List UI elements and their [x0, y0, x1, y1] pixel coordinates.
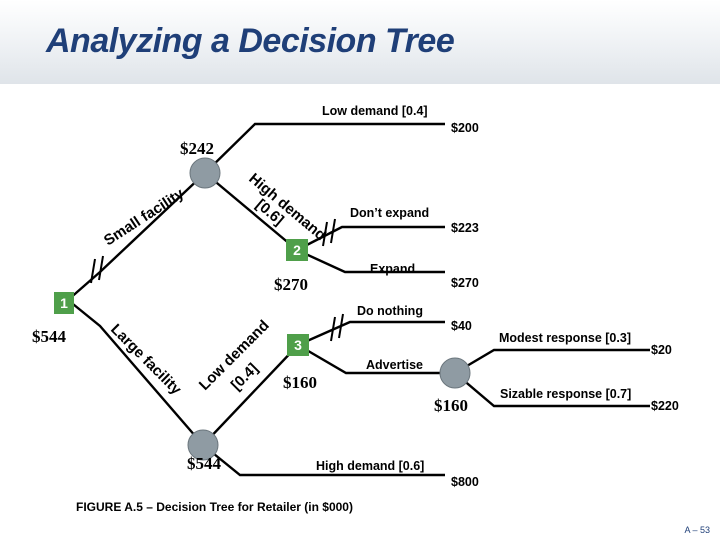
branch-high-demand-small — [204, 172, 298, 251]
chance-node-large-facility — [187, 429, 219, 461]
chance-node-advertise — [439, 357, 471, 389]
branch-label-large-facility: Large facility — [107, 321, 185, 399]
branch-label-do-nothing: Do nothing — [357, 304, 423, 318]
branch-low-demand-small — [204, 122, 445, 174]
decision-node-3-label: 3 — [294, 337, 302, 353]
branch-label-dont-expand: Don’t expand — [350, 206, 429, 220]
prune-mark-dont-expand — [322, 218, 336, 247]
branch-dont-expand — [296, 225, 445, 252]
branch-label-advertise: Advertise — [366, 358, 423, 372]
branch-modest-response — [454, 348, 650, 375]
node-value-advertise: $160 — [434, 396, 468, 415]
page-number: A – 53 — [684, 525, 710, 535]
node-value-decision-2: $270 — [274, 275, 308, 294]
payoff-do-nothing: $40 — [451, 319, 472, 333]
decision-node-3 — [287, 334, 309, 356]
branch-advertise — [297, 343, 455, 375]
branch-small-facility — [67, 172, 206, 301]
branch-label-sizable-response: Sizable response [0.7] — [500, 387, 631, 401]
node-value-small-facility: $242 — [180, 139, 214, 158]
branch-expand — [296, 248, 445, 274]
branch-large-facility — [67, 299, 204, 446]
decision-node-2-label: 2 — [293, 242, 301, 258]
payoff-expand: $270 — [451, 276, 479, 290]
title-banner: Analyzing a Decision Tree — [0, 0, 720, 84]
node-value-decision-1: $544 — [32, 327, 67, 346]
decision-node-2 — [286, 239, 308, 261]
branch-sizable-response — [454, 372, 650, 408]
branch-high-demand-large — [202, 444, 445, 477]
payoff-high-demand-large: $800 — [451, 475, 479, 489]
branch-do-nothing — [297, 320, 445, 347]
node-value-large-facility: $544 — [187, 454, 222, 473]
branch-label-expand: Expand — [370, 262, 415, 276]
branch-label-small-facility: Small facility — [101, 185, 188, 250]
prune-mark-do-nothing — [330, 313, 344, 342]
node-value-decision-3: $160 — [283, 373, 317, 392]
payoff-sizable-response: $220 — [651, 399, 679, 413]
page-title: Analyzing a Decision Tree — [46, 22, 455, 60]
payoff-low-demand-small: $200 — [451, 121, 479, 135]
figure-caption: FIGURE A.5 – Decision Tree for Retailer … — [76, 500, 353, 514]
decision-node-1 — [54, 292, 74, 314]
branch-label-high-demand-large: High demand [0.6] — [316, 459, 424, 473]
branch-low-demand-large — [202, 344, 299, 446]
decision-node-1-label: 1 — [60, 295, 68, 311]
branch-label-low-demand-small: Low demand [0.4] — [322, 104, 428, 118]
payoff-modest-response: $20 — [651, 343, 672, 357]
chance-node-small-facility — [189, 157, 221, 189]
branch-label-modest-response: Modest response [0.3] — [499, 331, 631, 345]
payoff-dont-expand: $223 — [451, 221, 479, 235]
prune-mark-small-facility — [90, 255, 104, 284]
